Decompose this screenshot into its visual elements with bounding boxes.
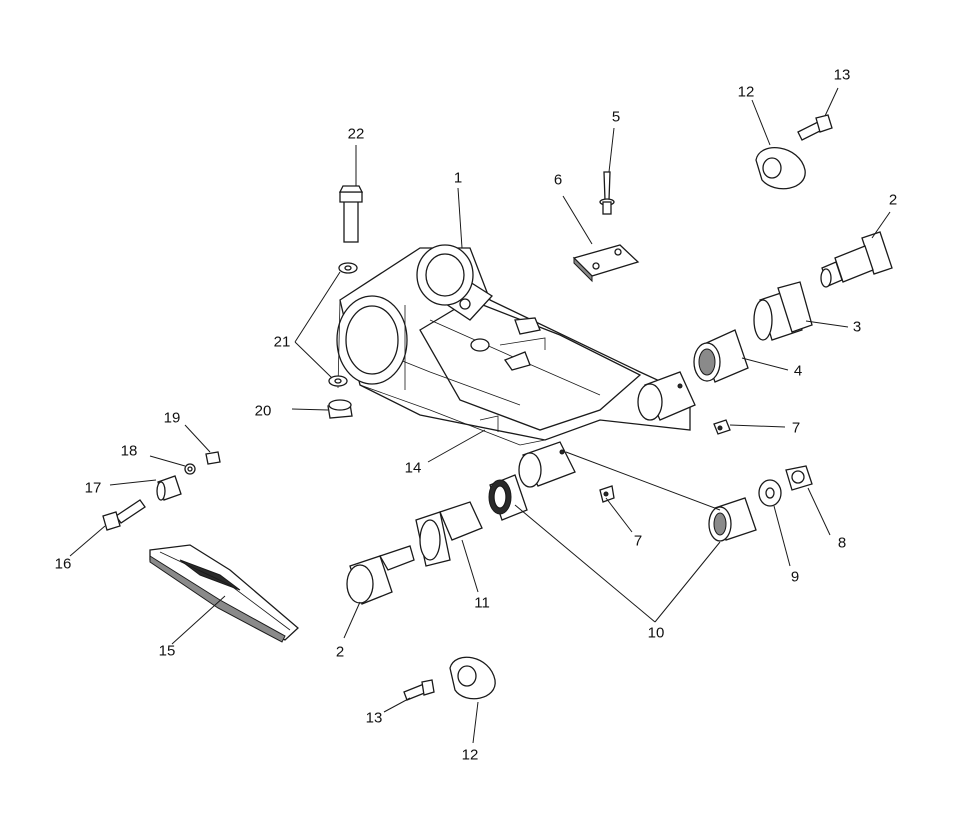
callout-7-upper: 7 (791, 419, 801, 437)
part-20-nut (327, 399, 353, 419)
part-15-chain-slider (149, 544, 299, 643)
callout-12-top: 12 (737, 83, 755, 101)
part-17-spacer (156, 475, 182, 501)
callout-15: 15 (158, 642, 176, 660)
callout-2-bottom: 2 (335, 643, 345, 661)
part-2-stub-shaft-top (820, 231, 893, 288)
callout-5: 5 (611, 108, 621, 126)
callout-13-bottom: 13 (365, 709, 383, 727)
part-11-bushing (415, 501, 483, 567)
callout-10: 10 (647, 624, 665, 642)
part-22-bolt (338, 185, 364, 243)
part-12-flange-plate-top (755, 147, 806, 190)
callout-16: 16 (54, 555, 72, 573)
part-18-washer (184, 463, 196, 475)
part-5-rivet (599, 171, 615, 215)
part-10-bearing-right (708, 497, 757, 542)
callout-7-lower: 7 (633, 532, 643, 550)
callout-17: 17 (84, 479, 102, 497)
callout-18: 18 (120, 442, 138, 460)
part-14-frame-section (479, 415, 499, 432)
part-4-bearing-sleeve (693, 329, 749, 383)
callout-14: 14 (404, 459, 422, 477)
callout-20: 20 (254, 402, 272, 420)
part-7-clip-lower (599, 485, 615, 503)
callout-2-top: 2 (888, 191, 898, 209)
part-16-bolt (102, 499, 146, 531)
part-7-clip-upper (713, 419, 731, 435)
part-6-cover-plate (572, 244, 640, 283)
callout-3: 3 (852, 318, 862, 336)
part-19-nut (205, 451, 221, 465)
part-21-washers (328, 262, 358, 387)
leader-lines (69, 87, 891, 744)
part-13-bolt-bottom (403, 679, 435, 701)
callout-19: 19 (163, 409, 181, 427)
part-10-bearing-left (488, 474, 528, 521)
part-12-flange-plate-bottom (449, 656, 496, 700)
callout-6: 6 (553, 171, 563, 189)
part-9-washer (758, 479, 782, 507)
callout-1: 1 (453, 169, 463, 187)
callout-9: 9 (790, 568, 800, 586)
part-13-bolt-top (797, 114, 833, 141)
part-2-stub-shaft-bottom (346, 545, 415, 605)
callout-4: 4 (793, 362, 803, 380)
callout-8: 8 (837, 534, 847, 552)
part-8-nut (785, 465, 813, 491)
callout-12-bottom: 12 (461, 746, 479, 764)
callout-13-top: 13 (833, 66, 851, 84)
callout-11: 11 (474, 594, 490, 612)
part-1-swingarm-frame (336, 244, 696, 488)
part-3-bushing (753, 281, 813, 341)
callout-22: 22 (347, 125, 365, 143)
callout-21: 21 (273, 333, 291, 351)
